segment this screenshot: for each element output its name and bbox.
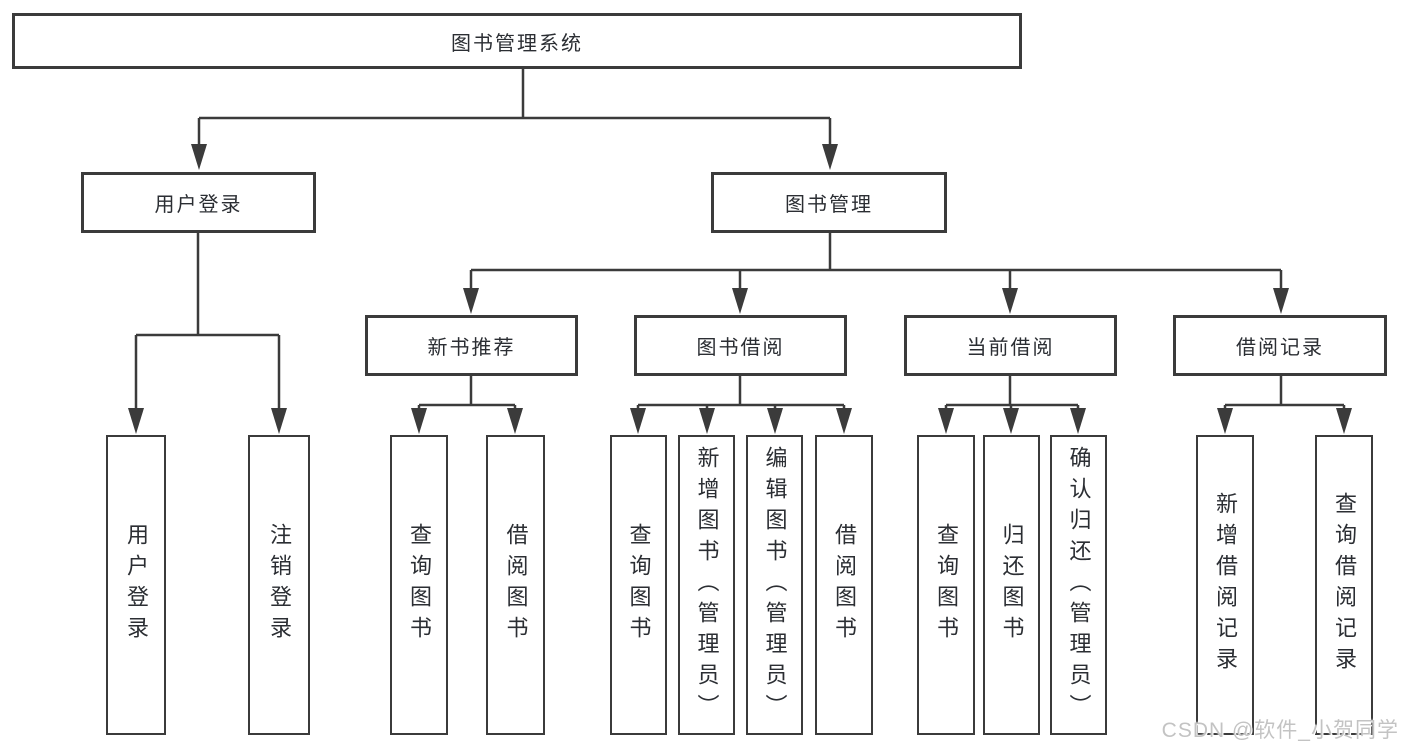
leaf-confirm-return-admin-label: 确认归还（管理员） bbox=[1066, 445, 1092, 725]
leaf-borrow-query-books: 查询图书 bbox=[610, 435, 667, 735]
leaf-borrow-query-books-label: 查询图书 bbox=[626, 523, 652, 647]
leaf-borrow-borrow-books: 借阅图书 bbox=[815, 435, 873, 735]
leaf-logout: 注销登录 bbox=[248, 435, 310, 735]
leaf-add-borrow-record: 新增借阅记录 bbox=[1196, 435, 1254, 735]
leaf-user-login-label: 用户登录 bbox=[124, 523, 149, 647]
leaf-return-books: 归还图书 bbox=[983, 435, 1040, 735]
leaf-borrow-borrow-books-label: 借阅图书 bbox=[832, 523, 857, 647]
leaf-current-query-books-label: 查询图书 bbox=[934, 523, 959, 647]
node-user-login: 用户登录 bbox=[81, 172, 316, 233]
leaf-confirm-return-admin: 确认归还（管理员） bbox=[1050, 435, 1107, 735]
node-book-borrow: 图书借阅 bbox=[634, 315, 847, 376]
node-current-borrow-label: 当前借阅 bbox=[966, 337, 1055, 359]
csdn-watermark: CSDN @软件_小贺同学 bbox=[1161, 719, 1399, 742]
leaf-user-login: 用户登录 bbox=[106, 435, 166, 735]
node-borrow-record-label: 借阅记录 bbox=[1236, 337, 1324, 359]
leaf-newbook-query-books-label: 查询图书 bbox=[407, 523, 432, 647]
root-node-label: 图书管理系统 bbox=[451, 32, 583, 55]
node-book-borrow-label: 图书借阅 bbox=[696, 337, 785, 359]
leaf-add-book-admin: 新增图书（管理员） bbox=[678, 435, 735, 735]
node-user-login-label: 用户登录 bbox=[154, 194, 243, 216]
leaf-newbook-borrow-books-label: 借阅图书 bbox=[503, 523, 529, 647]
leaf-query-borrow-record-label: 查询借阅记录 bbox=[1332, 492, 1357, 678]
leaf-query-borrow-record: 查询借阅记录 bbox=[1315, 435, 1373, 735]
root-node-library-system: 图书管理系统 bbox=[12, 13, 1022, 69]
node-book-mgmt: 图书管理 bbox=[711, 172, 947, 233]
leaf-edit-book-admin: 编辑图书（管理员） bbox=[746, 435, 803, 735]
node-new-book-recommend: 新书推荐 bbox=[365, 315, 578, 376]
node-borrow-record: 借阅记录 bbox=[1173, 315, 1387, 376]
leaf-newbook-query-books: 查询图书 bbox=[390, 435, 448, 735]
node-current-borrow: 当前借阅 bbox=[904, 315, 1117, 376]
leaf-add-book-admin-label: 新增图书（管理员） bbox=[694, 445, 720, 725]
leaf-add-borrow-record-label: 新增借阅记录 bbox=[1213, 492, 1238, 678]
leaf-current-query-books: 查询图书 bbox=[917, 435, 975, 735]
leaf-newbook-borrow-books: 借阅图书 bbox=[486, 435, 545, 735]
leaf-edit-book-admin-label: 编辑图书（管理员） bbox=[762, 445, 788, 725]
arrowheads bbox=[128, 144, 1352, 434]
leaf-logout-label: 注销登录 bbox=[267, 523, 292, 647]
node-book-mgmt-label: 图书管理 bbox=[785, 194, 873, 216]
node-new-book-recommend-label: 新书推荐 bbox=[427, 337, 516, 359]
leaf-return-books-label: 归还图书 bbox=[999, 523, 1025, 647]
